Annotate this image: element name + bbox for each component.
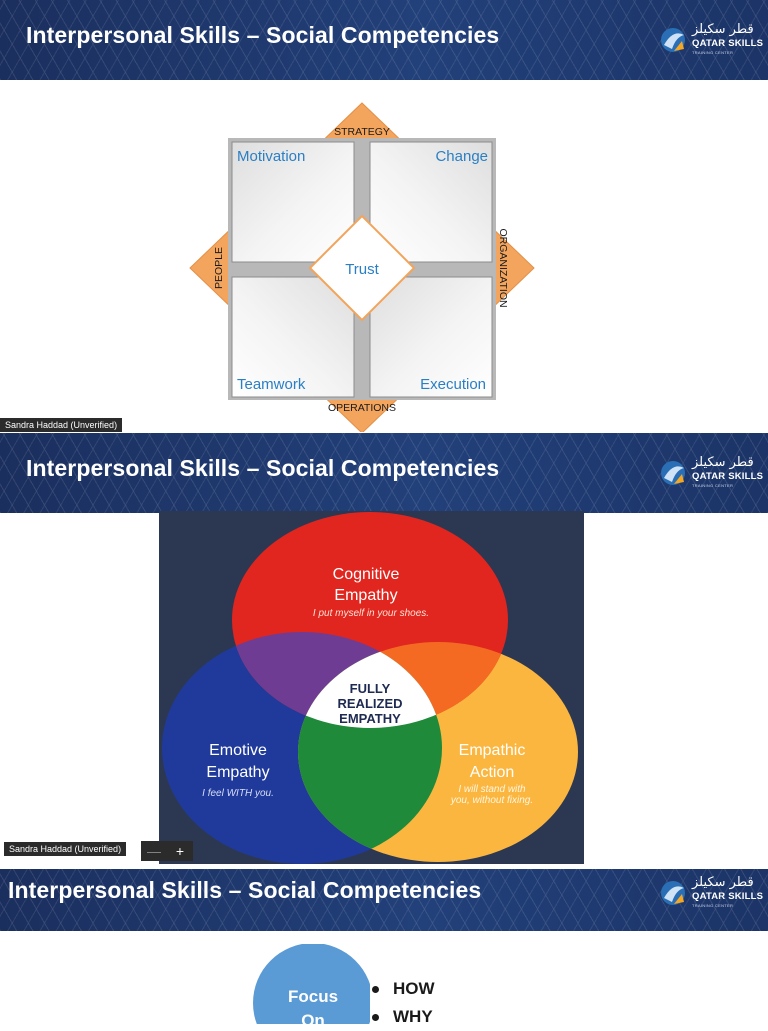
presenter-name-tag: Sandra Haddad (Unverified) [4, 842, 127, 856]
venn-center-line-3: EMPATHY [339, 711, 401, 726]
quadrant-bottom-right [369, 276, 493, 398]
logo-tagline: TRAINING CENTER [692, 483, 734, 488]
venn-right-title-1: Empathic [459, 742, 526, 759]
edge-label-operations: OPERATIONS [328, 402, 396, 414]
quadrant-label-motivation: Motivation [237, 148, 305, 165]
logo-mark-icon [661, 881, 685, 905]
venn-right-subtitle-2: you, without fixing. [450, 795, 533, 806]
qatar-skills-logo: قطر سكيلز QATAR SKILLS TRAINING CENTER [660, 455, 764, 491]
quadrant-label-teamwork: Teamwork [237, 376, 306, 393]
bullet-text: HOW [393, 979, 435, 998]
edge-label-people: PEOPLE [213, 247, 225, 289]
trust-diamond [308, 214, 416, 322]
quadrant-bottom-left [231, 276, 355, 398]
slide-title: Interpersonal Skills – Social Competenci… [8, 877, 482, 903]
slide-title: Interpersonal Skills – Social Competenci… [26, 455, 500, 481]
logo-arabic: قطر سكيلز [692, 875, 754, 890]
venn-center-line-1: FULLY [350, 681, 391, 696]
list-item: HOW [372, 975, 435, 1003]
qatar-skills-logo: قطر سكيلز QATAR SKILLS TRAINING CENTER [660, 875, 764, 911]
venn-top-title-1: Cognitive [333, 566, 400, 583]
zoom-controls: — + [141, 841, 193, 861]
quadrant-top-left [231, 141, 355, 263]
empathy-venn-diagram: Cognitive Empathy I put myself in your s… [159, 511, 584, 864]
focus-circle: Focus On [253, 944, 370, 1024]
bullet-dot-icon [372, 985, 379, 993]
competency-diagram: Motivation Change Teamwork Execution Tru… [189, 102, 535, 432]
logo-english: QATAR SKILLS [692, 891, 764, 902]
bullet-text: WHY [393, 1007, 433, 1026]
logo-english: QATAR SKILLS [692, 38, 764, 49]
slide-header: Interpersonal Skills – Social Competenci… [0, 433, 768, 513]
qatar-skills-logo: قطر سكيلز QATAR SKILLS TRAINING CENTER [660, 22, 764, 58]
venn-left-subtitle: I feel WITH you. [202, 788, 274, 799]
venn-left-title-2: Empathy [206, 764, 269, 781]
venn-left-title-1: Emotive [209, 742, 267, 759]
presenter-name-tag: Sandra Haddad (Unverified) [0, 418, 123, 432]
zoom-in-button[interactable]: + [175, 843, 185, 859]
logo-mark-icon [661, 28, 685, 52]
venn-right-title-2: Action [470, 764, 514, 781]
quadrant-label-execution: Execution [420, 376, 486, 393]
slide-1: Interpersonal Skills – Social Competenci… [0, 0, 768, 432]
logo-mark-icon [661, 461, 685, 485]
zoom-out-button[interactable]: — [147, 843, 161, 859]
venn-top-title-2: Empathy [334, 587, 397, 604]
focus-circle-line-1: Focus [288, 987, 338, 1006]
focus-bullet-list: HOW WHY [372, 975, 435, 1031]
list-item: WHY [372, 1003, 435, 1031]
venn-top-subtitle: I put myself in your shoes. [313, 608, 429, 619]
venn-right-subtitle-1: I will stand with [458, 784, 526, 795]
logo-english: QATAR SKILLS [692, 471, 764, 482]
bullet-dot-icon [372, 1013, 379, 1021]
slide-title: Interpersonal Skills – Social Competenci… [26, 22, 500, 48]
slide-header: Interpersonal Skills – Social Competenci… [0, 869, 768, 931]
venn-center-line-2: REALIZED [338, 696, 403, 711]
quadrant-top-right [369, 141, 493, 263]
slide-2: Interpersonal Skills – Social Competenci… [0, 433, 768, 864]
logo-tagline: TRAINING CENTER [692, 50, 734, 55]
quadrant-label-change: Change [435, 148, 488, 165]
center-label-trust: Trust [345, 261, 379, 278]
logo-arabic: قطر سكيلز [692, 22, 754, 37]
focus-circle-line-2: On [301, 1011, 325, 1024]
slide-header: Interpersonal Skills – Social Competenci… [0, 0, 768, 80]
logo-tagline: TRAINING CENTER [692, 903, 734, 908]
logo-arabic: قطر سكيلز [692, 455, 754, 470]
slide-3: Interpersonal Skills – Social Competenci… [0, 869, 768, 1024]
edge-label-organization: ORGANIZATION [497, 228, 509, 307]
edge-label-strategy: STRATEGY [334, 126, 390, 138]
